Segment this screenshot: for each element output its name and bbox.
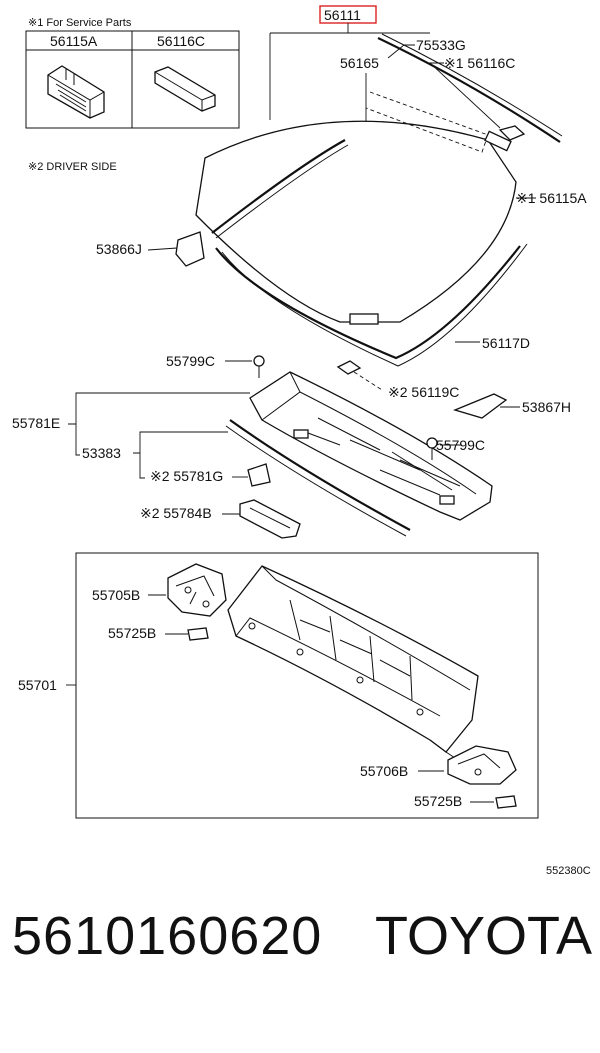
clip-55725b-bottom [495,795,517,809]
seal-53383 [229,419,411,531]
bracket-55784b [239,499,301,539]
clip-56115a [498,125,526,141]
label-56115a-service[interactable]: ※1 56115A [516,190,587,206]
label-56111[interactable]: 56111 [324,7,361,23]
label-55781g[interactable]: ※2 55781G [150,468,223,484]
bracket-55781g [247,463,271,487]
label-55725b-top[interactable]: 55725B [108,625,156,641]
illustration-code: 552380C [546,865,591,877]
louver-55781e [249,371,493,521]
cowl-panel-55701 [227,565,479,761]
label-55706b[interactable]: 55706B [360,763,408,779]
label-53867h[interactable]: 53867H [522,399,571,415]
clip-55799c-left [253,355,265,378]
legend-note-driver-side: ※2 DRIVER SIDE [28,161,117,173]
label-55725b-bottom[interactable]: 55725B [414,793,462,809]
label-56119c[interactable]: ※2 56119C [388,384,459,400]
side-moulding-left [211,139,346,234]
label-75533g[interactable]: 75533G [416,37,466,53]
legend-col-56116c: 56116C [157,33,205,49]
label-53383[interactable]: 53383 [82,445,121,461]
bracket-55706b [447,745,517,785]
label-53866j[interactable]: 53866J [96,241,142,257]
label-56165[interactable]: 56165 [340,55,379,71]
label-56117d[interactable]: 56117D [482,335,530,351]
legend-note-service-parts: ※1 For Service Parts [28,17,132,29]
part-number: 5610160620 [12,906,323,966]
moulding-75533g [377,37,561,143]
legend-box: ※1 For Service Parts 56115A 56116C ※2 DR… [25,17,240,173]
legend-col-56115a: 56115A [50,33,98,49]
cowl-panel-box [75,552,539,819]
bracket-55705b [167,563,227,617]
label-55705b[interactable]: 55705B [92,587,140,603]
parts-diagram: ※1 For Service Parts 56115A 56116C ※2 DR… [12,5,591,877]
label-55781e[interactable]: 55781E [12,415,60,431]
label-55701[interactable]: 55701 [18,677,57,693]
seal-56119c [336,360,362,375]
bracket-53867h [453,393,508,419]
label-55799c-left[interactable]: 55799C [166,353,215,369]
clip-55799c-right [426,437,438,460]
bracket-53866j [175,231,205,267]
clip-56115a-sketch [47,65,105,119]
label-56116c-service[interactable]: ※1 56116C [444,55,515,71]
label-55784b[interactable]: ※2 55784B [140,505,212,521]
footer: 5610160620 TOYOTA [0,905,600,1015]
brand-name: TOYOTA [375,906,593,966]
windshield-glass [195,91,517,325]
clip-55725b-top [187,627,209,641]
strip-56116c-sketch [154,66,216,112]
